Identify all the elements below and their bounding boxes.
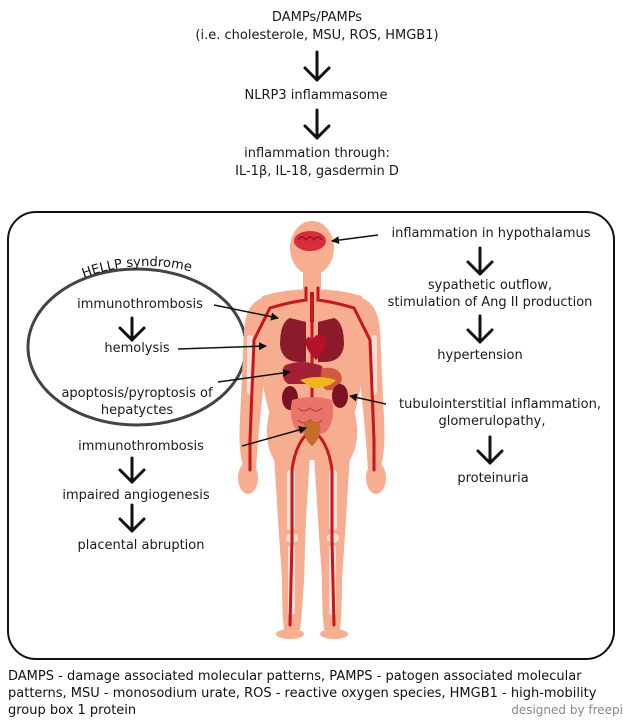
- tubulointerstitial-label: tubulointerstitial inflammation,: [399, 397, 601, 413]
- placenta-immunothrombosis-label: immunothrombosis: [78, 439, 204, 455]
- down-arrow-icon: [120, 505, 144, 531]
- down-arrow-icon: [468, 316, 492, 342]
- hypertension-label: hypertension: [437, 348, 522, 364]
- freepik-credit: designed by freepi: [511, 703, 623, 717]
- apoptosis-label: apoptosis/pyroptosis of: [61, 386, 212, 402]
- glomerulopathy-label: glomerulopathy,: [438, 414, 545, 430]
- down-arrow-icon: [478, 437, 502, 463]
- down-arrow-icon: [305, 110, 329, 138]
- immunothrombosis-label: immunothrombosis: [77, 297, 203, 313]
- down-arrow-icon: [305, 52, 329, 80]
- sympathetic-outflow-label: sypathetic outflow,: [428, 278, 552, 294]
- hellp-syndrome-label: HELLP syndrome: [80, 255, 193, 282]
- hepatocytes-label: hepatyctes: [101, 403, 173, 419]
- down-arrow-icon: [468, 248, 492, 274]
- ang-ii-stimulation-label: stimulation of Ang II production: [388, 295, 593, 311]
- placental-abruption-label: placental abruption: [78, 538, 205, 554]
- down-arrow-icon: [120, 318, 144, 340]
- hypothalamus-pointer-arrow: [332, 235, 378, 241]
- hypothalamus-inflammation-label: inflammation in hypothalamus: [391, 226, 590, 242]
- hemolysis-label: hemolysis: [104, 341, 169, 357]
- human-body-figure: [238, 221, 386, 639]
- proteinuria-label: proteinuria: [457, 471, 528, 487]
- impaired-angiogenesis-label: impaired angiogenesis: [62, 488, 209, 504]
- down-arrow-icon: [120, 458, 144, 482]
